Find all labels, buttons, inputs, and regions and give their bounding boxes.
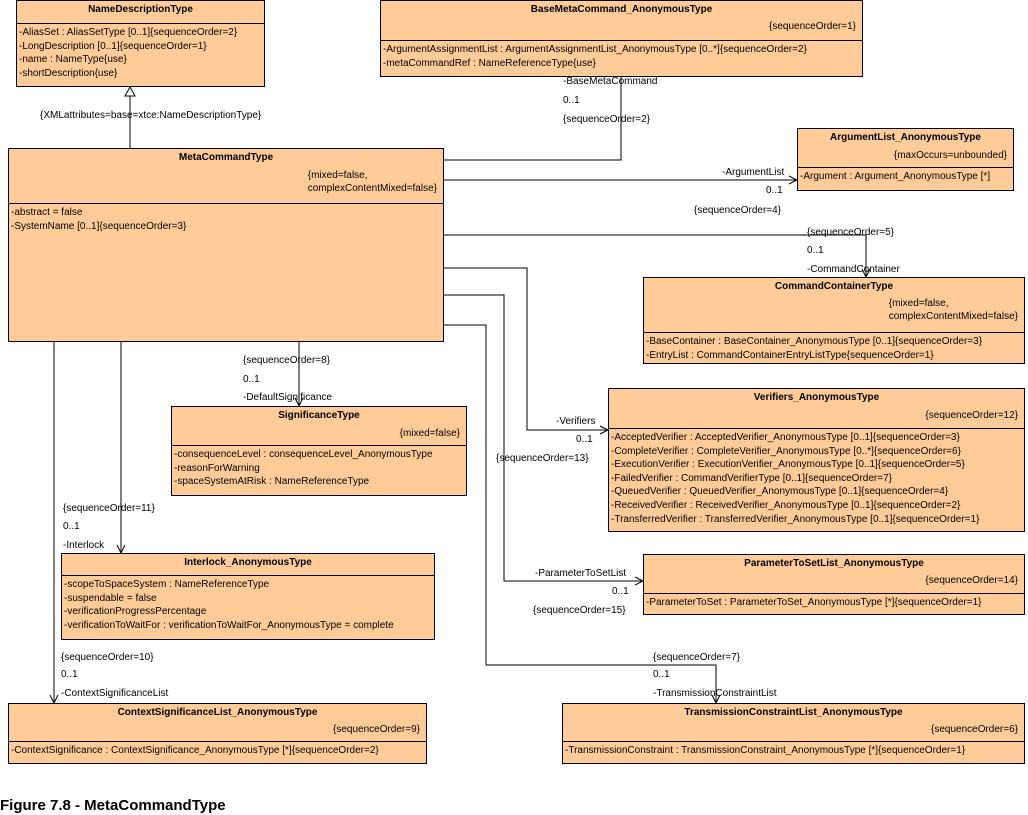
interlock-role: -Interlock [63, 540, 105, 551]
class-attribute: -AcceptedVerifier : AcceptedVerifier_Ano… [611, 432, 960, 443]
class-stereotype: {sequenceOrder=12} [925, 410, 1018, 421]
significance-sequence: {sequenceOrder=8} [243, 355, 331, 366]
command-container-link [443, 234, 867, 277]
command-container-multiplicity: 0..1 [807, 245, 824, 256]
class-title: ArgumentList_AnonymousType [830, 132, 981, 143]
class-attribute: -ArgumentAssignmentList : ArgumentAssign… [383, 44, 807, 55]
class-attribute: -verificationProgressPercentage [64, 606, 207, 618]
base-meta-command-role: -BaseMetaCommand [563, 76, 658, 87]
parameter-to-set-multiplicity: 0..1 [612, 586, 629, 597]
class-attribute: -scopeToSpaceSystem : NameReferenceType [64, 579, 270, 590]
class-attribute: -SystemName [0..1]{sequenceOrder=3} [11, 220, 187, 232]
class-attribute: -LongDescription [0..1]{sequenceOrder=1} [19, 40, 207, 52]
class-title: NameDescriptionType [88, 4, 193, 15]
figure-caption: Figure 7.8 - MetaCommandType [0, 797, 226, 814]
argument-list-role: -ArgumentList [722, 167, 785, 178]
class-parameter-to-set-list[interactable]: ParameterToSetList_AnonymousType {sequen… [643, 554, 1025, 615]
context-significance-sequence: {sequenceOrder=10} [61, 652, 154, 663]
verifiers-role: -Verifiers [556, 416, 596, 427]
class-attribute: -metaCommandRef : NameReferenceType{use} [383, 57, 596, 69]
class-attribute: -TransmissionConstraint : TransmissionCo… [565, 745, 966, 756]
class-attribute: -suspendable = false [64, 592, 157, 604]
class-transmission-constraint-list[interactable]: TransmissionConstraintList_AnonymousType… [562, 703, 1025, 764]
class-name-description-type[interactable]: NameDescriptionType -AliasSet : AliasSet… [16, 0, 265, 87]
parameter-to-set-arrowhead [634, 576, 645, 586]
class-interlock[interactable]: Interlock_AnonymousType -scopeToSpaceSys… [61, 553, 435, 640]
class-attribute: -TransferredVerifier : TransferredVerifi… [611, 513, 980, 525]
class-title: SignificanceType [278, 410, 360, 421]
class-attribute: -reasonForWarning [174, 462, 260, 474]
class-attribute: -Argument : Argument_AnonymousType [*] [800, 171, 991, 182]
significance-multiplicity: 0..1 [243, 374, 260, 385]
class-title: BaseMetaCommand_AnonymousType [530, 4, 713, 15]
class-attribute: -consequenceLevel : consequenceLevel_Ano… [174, 449, 433, 460]
class-attribute: -CompleteVerifier : CompleteVerifier_Ano… [611, 445, 961, 457]
class-attribute: -ContextSignificance : ContextSignifican… [11, 745, 379, 756]
command-container-role: -CommandContainer [807, 264, 900, 275]
class-significance-type[interactable]: SignificanceType {mixed=false} -conseque… [171, 406, 467, 496]
class-stereotype: {sequenceOrder=9} [332, 724, 420, 735]
class-attribute: -FailedVerifier : CommandVerifierType [0… [611, 472, 892, 484]
transmission-constraint-sequence: {sequenceOrder=7} [653, 652, 741, 663]
class-attribute: -spaceSystemAtRisk : NameReferenceType [174, 476, 370, 488]
class-argument-list[interactable]: ArgumentList_AnonymousType {maxOccurs=un… [797, 128, 1014, 191]
argument-list-sequence: {sequenceOrder=4} [694, 205, 782, 216]
parameter-to-set-role: -ParameterToSetList [535, 568, 627, 579]
class-attribute: -shortDescription{use} [19, 67, 118, 79]
class-title: MetaCommandType [178, 152, 274, 163]
class-attribute: -BaseContainer : BaseContainer_Anonymous… [646, 336, 983, 347]
argument-list-multiplicity: 0..1 [766, 185, 783, 196]
class-attribute: -AliasSet : AliasSetType [0..1]{sequence… [19, 27, 238, 38]
class-attribute: -verificationToWaitFor : verificationToW… [64, 619, 394, 631]
class-stereotype: {sequenceOrder=6} [930, 724, 1018, 735]
interlock-arrowhead [116, 544, 126, 555]
class-title: ContextSignificanceList_AnonymousType [117, 707, 318, 718]
class-stereotype: {sequenceOrder=14} [925, 575, 1018, 586]
generalization-arrowhead [124, 85, 136, 97]
verifiers-arrowhead [599, 425, 610, 435]
class-stereotype: {mixed=false} [399, 428, 460, 439]
class-verifiers[interactable]: Verifiers_AnonymousType {sequenceOrder=1… [608, 388, 1025, 532]
class-stereotype: {sequenceOrder=1} [768, 21, 856, 32]
class-title: CommandContainerType [774, 281, 894, 292]
transmission-constraint-multiplicity: 0..1 [653, 669, 670, 680]
class-base-meta-command[interactable]: BaseMetaCommand_AnonymousType {sequenceO… [380, 0, 863, 77]
argument-list-arrowhead [788, 175, 799, 185]
interlock-sequence: {sequenceOrder=11} [63, 503, 155, 514]
class-stereotype: {maxOccurs=unbounded} [893, 150, 1007, 161]
class-context-significance-list[interactable]: ContextSignificanceList_AnonymousType {s… [8, 703, 427, 764]
command-container-sequence: {sequenceOrder=5} [807, 227, 895, 238]
class-attribute: -abstract = false [11, 207, 83, 218]
class-attribute: -QueuedVerifier : QueuedVerifier_Anonymo… [611, 486, 949, 498]
class-stereotype: {mixed=false, complexContentMixed=false} [888, 298, 1018, 322]
context-significance-role: -ContextSignificanceList [61, 688, 169, 699]
generalization-tagged-value: {XMLattributes=base=xtce:NameDescription… [40, 110, 262, 121]
base-meta-command-sequence: {sequenceOrder=2} [563, 114, 651, 125]
class-command-container-type[interactable]: CommandContainerType {mixed=false, compl… [643, 277, 1025, 364]
context-significance-multiplicity: 0..1 [61, 669, 78, 680]
context-significance-arrowhead [49, 694, 59, 705]
class-title: ParameterToSetList_AnonymousType [744, 558, 924, 569]
class-attribute: -ReceivedVerifier : ReceivedVerifier_Ano… [611, 499, 961, 511]
class-meta-command-type[interactable]: MetaCommandType {mixed=false, complexCon… [8, 148, 444, 342]
significance-role: -DefaultSignificance [243, 392, 332, 403]
interlock-multiplicity: 0..1 [63, 521, 80, 532]
verifiers-multiplicity: 0..1 [576, 434, 593, 445]
class-stereotype: {mixed=false, complexContentMixed=false} [307, 170, 437, 194]
verifiers-sequence: {sequenceOrder=13} [496, 453, 589, 464]
class-title: TransmissionConstraintList_AnonymousType [684, 707, 903, 718]
class-attribute: -name : NameType{use} [19, 54, 127, 66]
class-attribute: -ParameterToSet : ParameterToSet_Anonymo… [646, 597, 982, 608]
class-attribute: -ExecutionVerifier : ExecutionVerifier_A… [611, 459, 965, 471]
class-title: Verifiers_AnonymousType [753, 392, 880, 403]
class-attribute: -EntryList : CommandContainerEntryListTy… [646, 349, 934, 361]
transmission-constraint-role: -TransmissionConstraintList [653, 688, 777, 699]
class-title: Interlock_AnonymousType [184, 557, 312, 568]
base-meta-command-multiplicity: 0..1 [563, 95, 580, 106]
verifiers-link [443, 267, 608, 431]
parameter-to-set-sequence: {sequenceOrder=15} [533, 605, 626, 616]
